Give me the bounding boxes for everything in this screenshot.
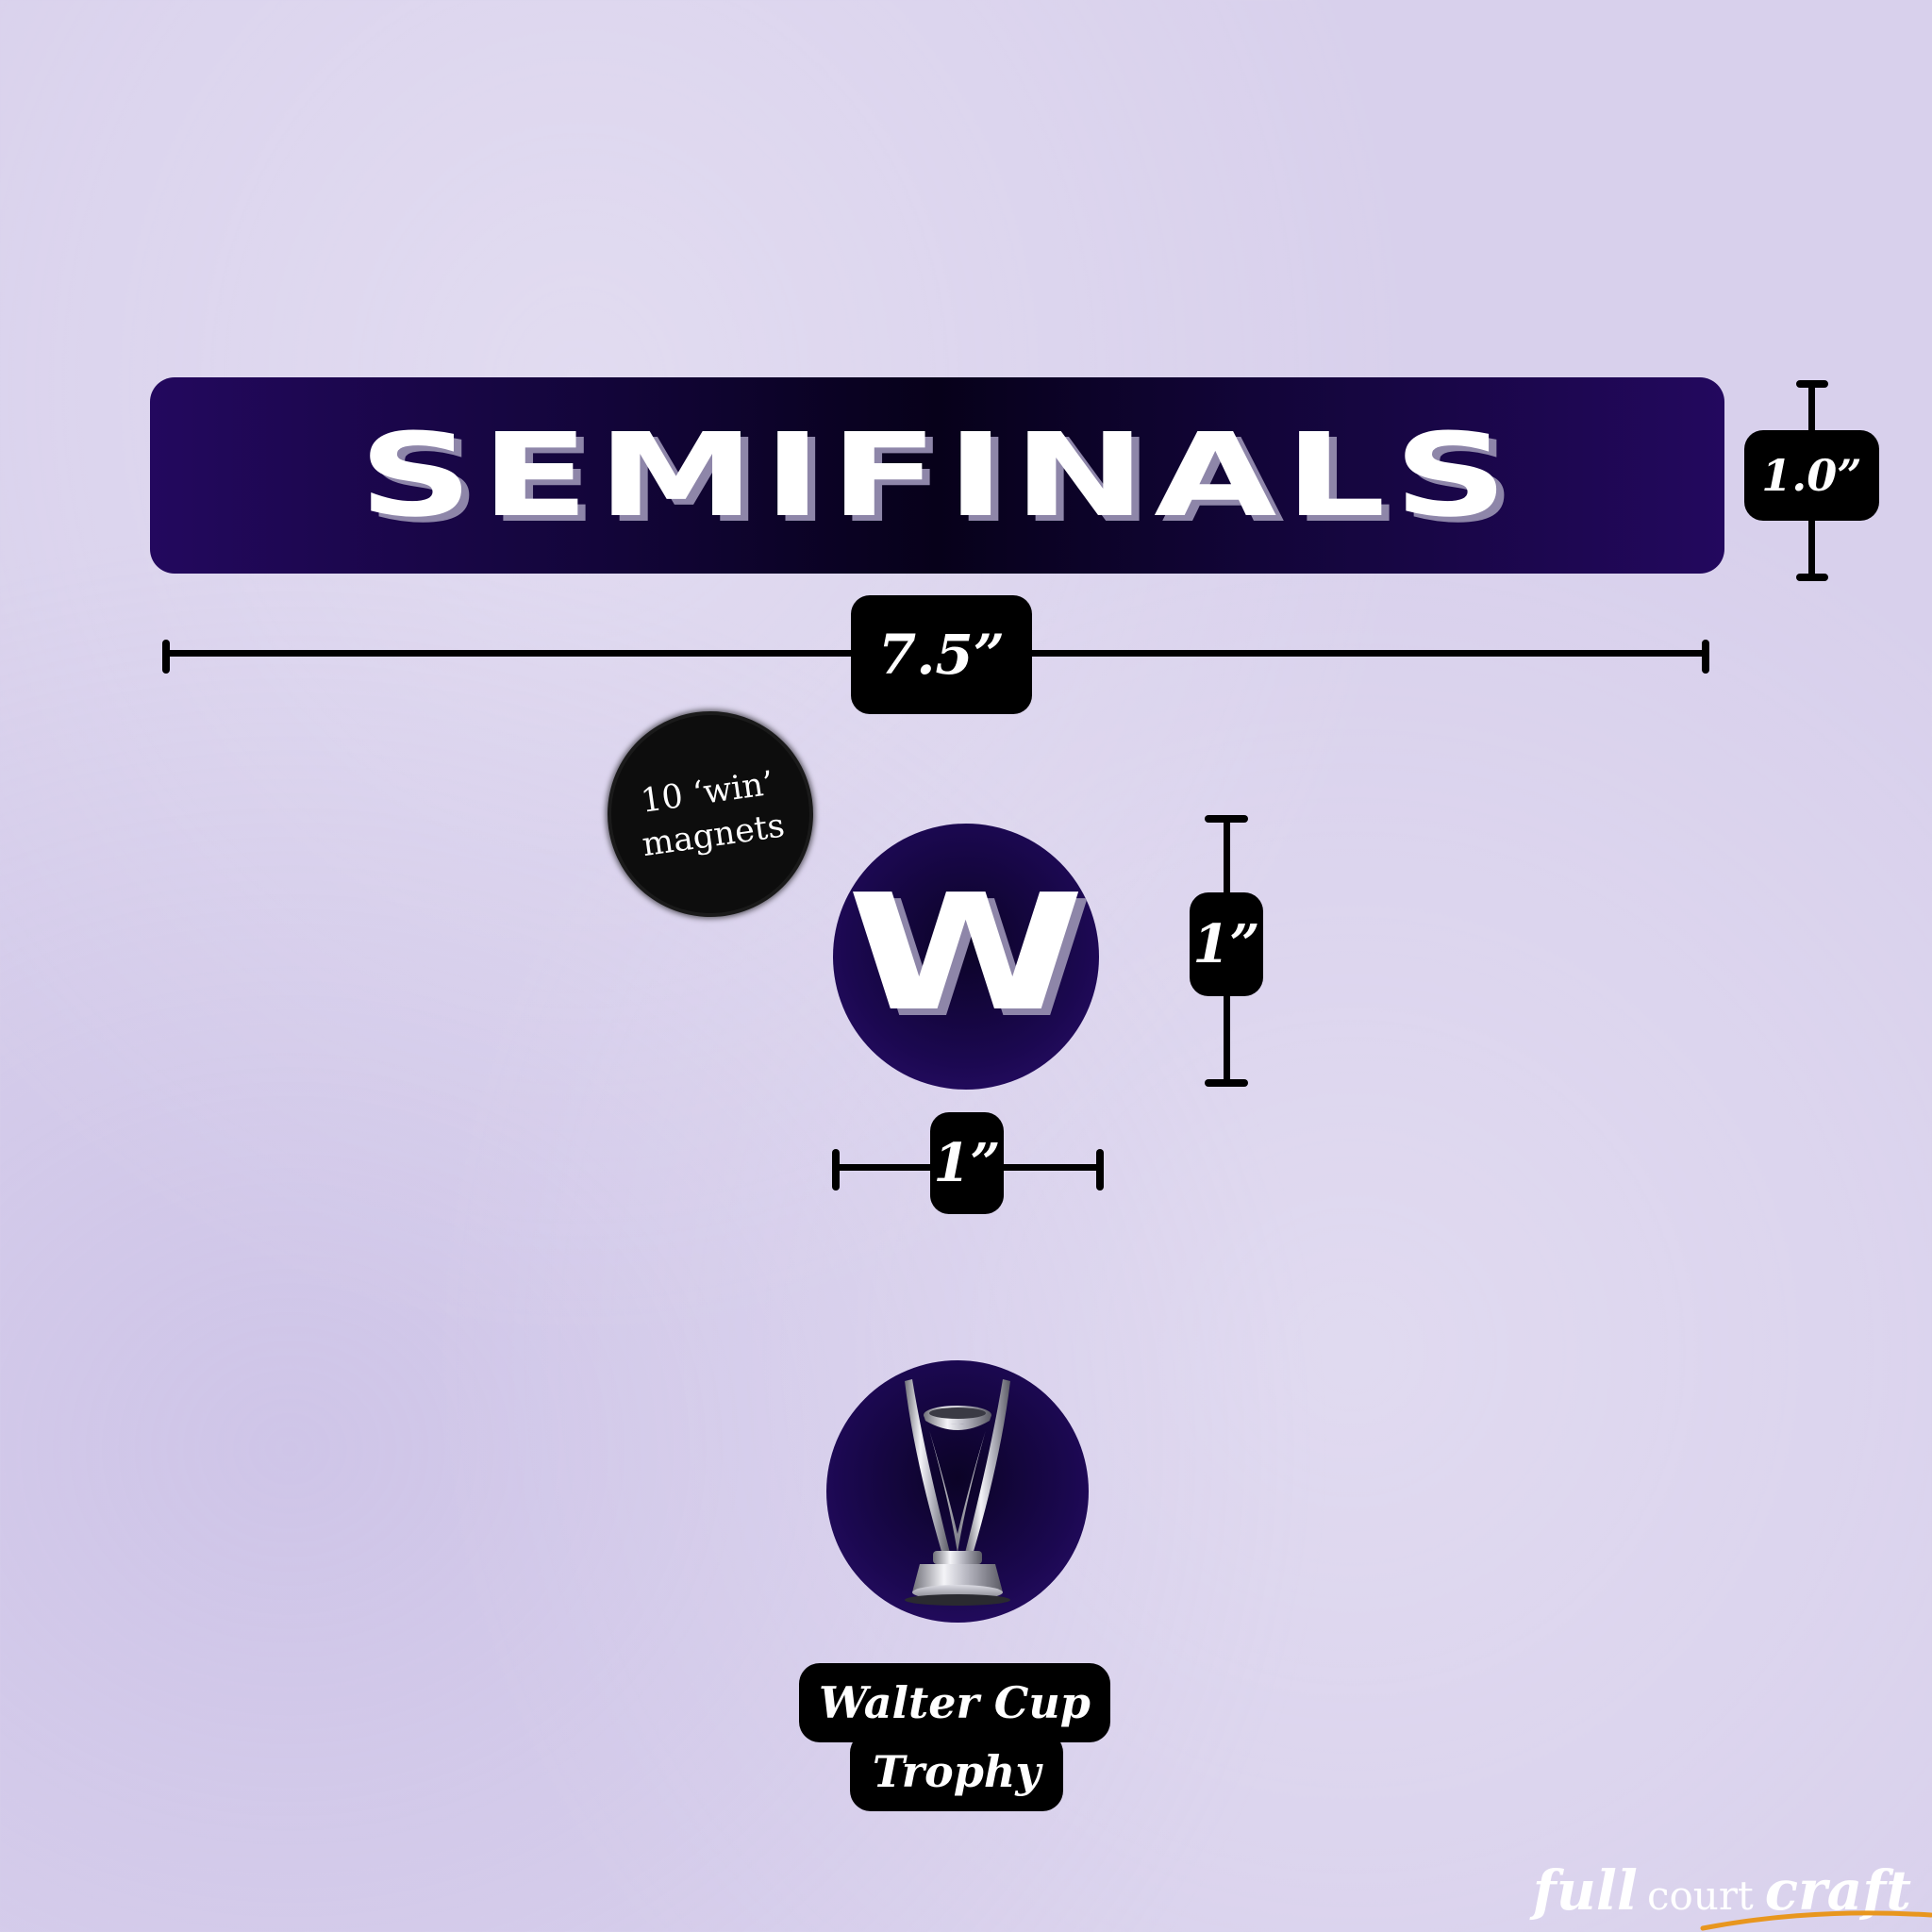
logo-word-court: court [1646,1873,1754,1919]
trophy-caption-line1: Walter Cup [799,1663,1110,1742]
width-dim-left-cap [162,640,170,674]
logo-word-craft: craft [1700,1858,1932,1931]
banner-width-label: 7.5” [851,595,1032,714]
trophy-caption-line2: Trophy [850,1732,1063,1811]
magnet-height-bottom-cap [1205,1079,1248,1087]
semifinals-banner: SEMIFINALS [150,377,1724,574]
width-dim-right-cap [1702,640,1709,674]
magnet-height-label: 1” [1190,892,1263,996]
height-dim-bottom-cap [1796,574,1828,581]
magnet-width-label: 1” [930,1112,1004,1214]
trophy-magnet-circle [826,1360,1089,1623]
banner-text: SEMIFINALS [358,408,1516,542]
walter-cup-trophy-icon [905,1379,1010,1606]
banner-height-label: 1.0” [1744,430,1879,521]
full-court-craft-logo: full court craft [1532,1858,1932,1931]
logo-word-full: full [1532,1858,1638,1923]
logo-swoosh-icon [1700,1910,1932,1931]
magnet-width-right-cap [1096,1149,1104,1191]
w-magnet-circle: W [833,824,1099,1090]
w-letter: W [846,860,1086,1047]
win-magnets-badge: 10 ‘win’ magnets [598,702,823,926]
